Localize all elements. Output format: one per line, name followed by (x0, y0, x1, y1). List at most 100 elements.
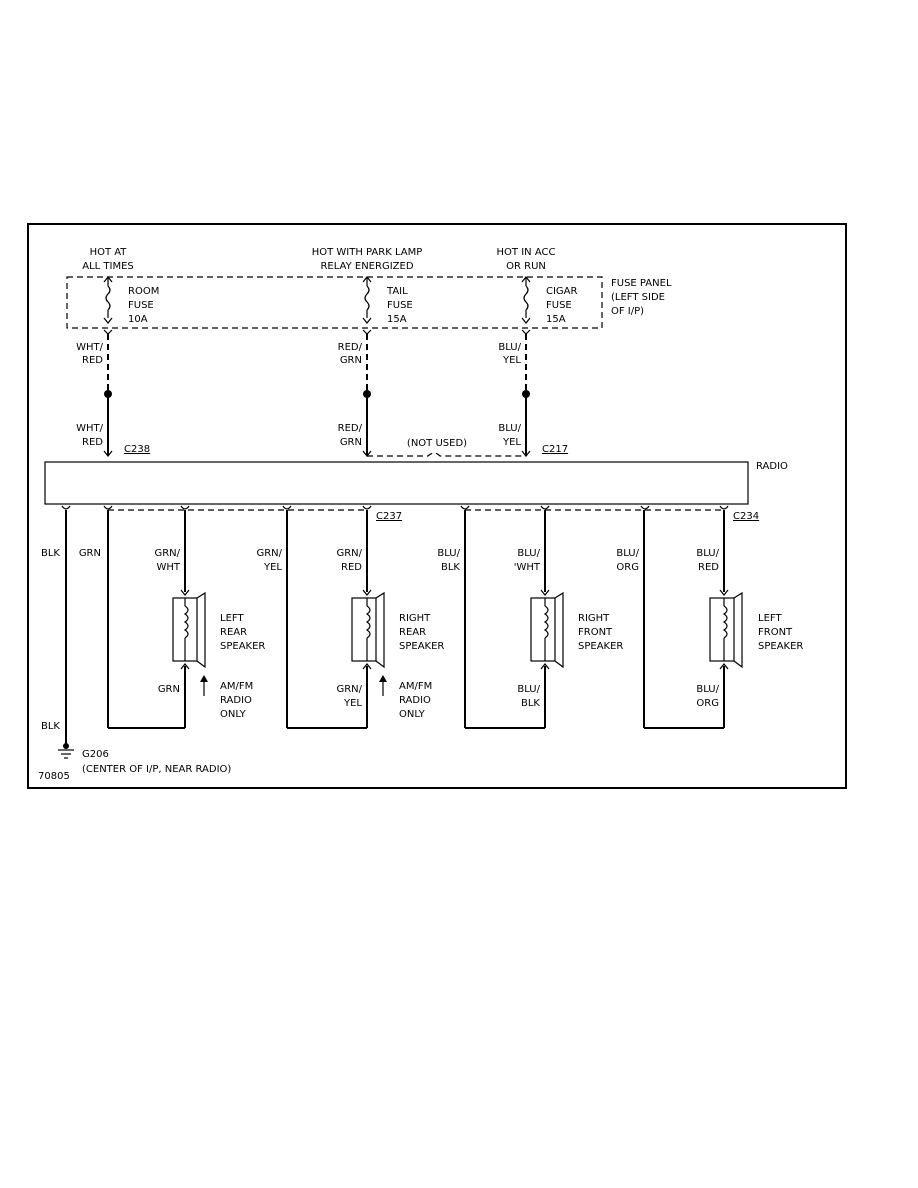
wire-b-label-1: GRN/ (154, 548, 180, 559)
figure-id: 70805 (38, 771, 70, 782)
fuse-panel-label-1: FUSE PANEL (611, 278, 672, 289)
wire-bottom-label-2: ORG (696, 698, 719, 709)
wire-bottom-label-2: YEL (343, 698, 362, 709)
fuse-panel-box (66, 276, 603, 329)
speaker-name-1: RIGHT (578, 613, 610, 624)
note-3: ONLY (399, 709, 426, 720)
speaker-name-2: FRONT (578, 627, 613, 638)
feed-cigar-hot-1: HOT IN ACC (497, 247, 556, 258)
feed-room: HOT AT ALL TIMES ROOM FUSE 10A WHT/ RED … (76, 247, 159, 457)
wire-bottom-label-1: BLU/ (696, 684, 719, 695)
fuse-room-name: ROOM (128, 286, 159, 297)
wire-a-label-2: YEL (263, 562, 282, 573)
fuse-room-rating: 10A (128, 314, 148, 325)
speaker-name-3: SPEAKER (578, 641, 623, 652)
wire-label-bottom-2: GRN (340, 437, 362, 448)
feed-tail-hot-1: HOT WITH PARK LAMP (312, 247, 423, 258)
not-used-label: (NOT USED) (407, 438, 467, 449)
note-1: AM/FM (220, 681, 253, 692)
wire-label-bottom-2: RED (82, 437, 103, 448)
wire-label-top-2: RED (82, 355, 103, 366)
bottom-pins (61, 505, 729, 510)
fuse-panel-label-3: OF I/P) (611, 306, 644, 317)
feed-tail: HOT WITH PARK LAMP RELAY ENERGIZED TAIL … (312, 247, 423, 457)
wire-b-label-2: RED (341, 562, 362, 573)
wire-label-top-1: RED/ (338, 342, 363, 353)
fuse-symbol (364, 285, 370, 311)
radio-label: RADIO (756, 461, 788, 472)
connector-c234: C234 (733, 511, 759, 522)
wire-bottom-label-1: GRN/ (336, 684, 362, 695)
speaker-icon (530, 597, 556, 662)
wire-label-top-1: BLU/ (498, 342, 521, 353)
wire-label-top-1: WHT/ (76, 342, 104, 353)
speaker-icon (709, 597, 735, 662)
speaker-name-1: LEFT (220, 613, 244, 624)
feed-tail-hot-2: RELAY ENERGIZED (320, 261, 413, 272)
fuse-cigar-type: FUSE (546, 300, 572, 311)
speaker-name-3: SPEAKER (220, 641, 265, 652)
wire-a-label-1: GRN/ (256, 548, 282, 559)
wire-b-label-1: BLU/ (517, 548, 540, 559)
feed-room-hot-1: HOT AT (90, 247, 128, 258)
ground-wire-label-bottom: BLK (41, 721, 60, 732)
ground-location: (CENTER OF I/P, NEAR RADIO) (82, 764, 231, 775)
speaker-right-rear: RIGHT REAR SPEAKER GRN/ YEL GRN/ RED GRN… (256, 510, 444, 729)
ground-wire-label-top: BLK (41, 548, 60, 559)
wire-b-label-2: WHT (156, 562, 180, 573)
fuse-panel-label-2: (LEFT SIDE (611, 292, 665, 303)
wire-b-label-1: GRN/ (336, 548, 362, 559)
speaker-name-2: REAR (399, 627, 426, 638)
wire-bottom-label-1: BLU/ (517, 684, 540, 695)
fuse-cigar-name: CIGAR (546, 286, 578, 297)
connector-c217: C217 (542, 444, 568, 455)
speaker-left-rear: LEFT REAR SPEAKER GRN GRN/ WHT GRN AM/FM… (79, 510, 265, 729)
speaker-icon (351, 597, 377, 662)
wire-label-bottom-1: RED/ (338, 423, 363, 434)
wire-a-label-1: BLU/ (437, 548, 460, 559)
wire-a-label-1: GRN (79, 548, 101, 559)
speaker-name-1: LEFT (758, 613, 782, 624)
fuse-cigar-rating: 15A (546, 314, 566, 325)
fuse-tail-rating: 15A (387, 314, 407, 325)
ground-icon (63, 743, 69, 749)
wire-a-label-2: ORG (616, 562, 639, 573)
wire-bottom-label-2: BLK (521, 698, 540, 709)
note-2: RADIO (399, 695, 431, 706)
radio-box (44, 461, 749, 505)
feed-cigar-hot-2: OR RUN (506, 261, 546, 272)
connector-c217-dashed (367, 452, 526, 457)
connector-c238: C238 (124, 444, 150, 455)
wire-label-top-2: YEL (502, 355, 521, 366)
wire-label-top-2: GRN (340, 355, 362, 366)
wire-a-label-2: BLK (441, 562, 460, 573)
wire-label-bottom-2: YEL (502, 437, 521, 448)
feed-room-hot-2: ALL TIMES (82, 261, 134, 272)
fuse-symbol (523, 285, 529, 311)
fuse-symbol (105, 285, 111, 311)
wire-a-label-1: BLU/ (616, 548, 639, 559)
speaker-name-2: REAR (220, 627, 247, 638)
wire-b-label-1: BLU/ (696, 548, 719, 559)
diagram-frame (27, 223, 847, 789)
ground-id: G206 (82, 749, 109, 760)
speaker-left-front: LEFT FRONT SPEAKER BLU/ ORG BLU/ RED BLU… (616, 510, 803, 729)
speaker-right-front: RIGHT FRONT SPEAKER BLU/ BLK BLU/ 'WHT B… (437, 510, 623, 729)
speaker-name-3: SPEAKER (758, 641, 803, 652)
ground-circuit: BLK BLK G206 (CENTER OF I/P, NEAR RADIO) (41, 510, 231, 775)
fuse-room-type: FUSE (128, 300, 154, 311)
fuse-tail-name: TAIL (386, 286, 408, 297)
fuse-tail-type: FUSE (387, 300, 413, 311)
wire-label-bottom-1: WHT/ (76, 423, 104, 434)
feed-cigar: HOT IN ACC OR RUN CIGAR FUSE 15A BLU/ YE… (497, 247, 578, 457)
speaker-name-3: SPEAKER (399, 641, 444, 652)
note-1: AM/FM (399, 681, 432, 692)
note-3: ONLY (220, 709, 247, 720)
wire-label-bottom-1: BLU/ (498, 423, 521, 434)
note-2: RADIO (220, 695, 252, 706)
wire-b-label-2: RED (698, 562, 719, 573)
wire-bottom-label-1: GRN (158, 684, 180, 695)
connector-c237: C237 (376, 511, 402, 522)
speaker-name-2: FRONT (758, 627, 793, 638)
